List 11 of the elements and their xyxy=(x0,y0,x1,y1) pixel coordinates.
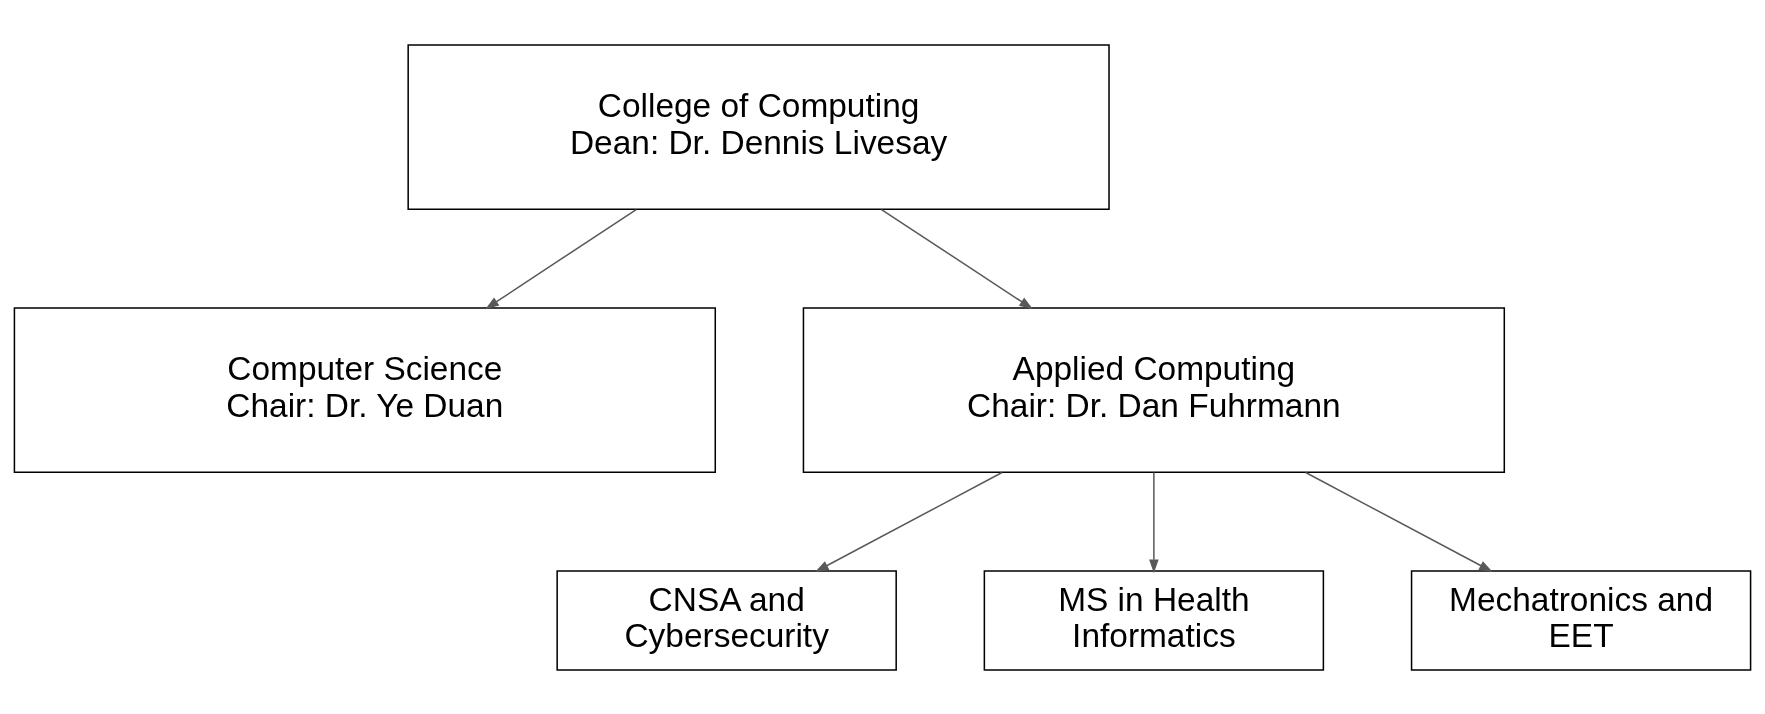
node-box: MS in Health Informatics xyxy=(983,569,1325,671)
arrow xyxy=(485,208,637,309)
node-box: Applied Computing Chair: Dr. Dan Fuhrmann xyxy=(802,306,1506,473)
arrow xyxy=(815,471,1003,572)
arrow xyxy=(880,208,1033,309)
arrow xyxy=(1304,471,1493,572)
node-box: College of Computing Dean: Dr. Dennis Livesay xyxy=(407,43,1110,210)
node-box: Mechatronics and EET xyxy=(1410,569,1752,671)
node-box: Computer Science Chair: Dr. Ye Duan xyxy=(13,306,717,473)
node-box: CNSA and Cybersecurity xyxy=(556,569,897,671)
arrow xyxy=(1149,471,1159,573)
